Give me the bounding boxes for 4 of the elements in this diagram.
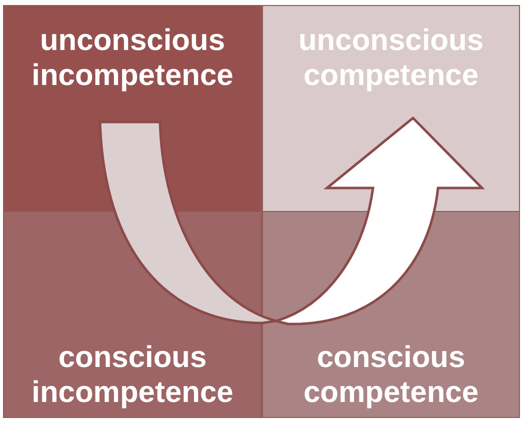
stage-label: conscious incompetence bbox=[30, 340, 234, 410]
stage-label: unconscious incompetence bbox=[30, 23, 234, 93]
stage-label: conscious competence bbox=[302, 340, 480, 410]
curved-arrow bbox=[98, 116, 484, 326]
